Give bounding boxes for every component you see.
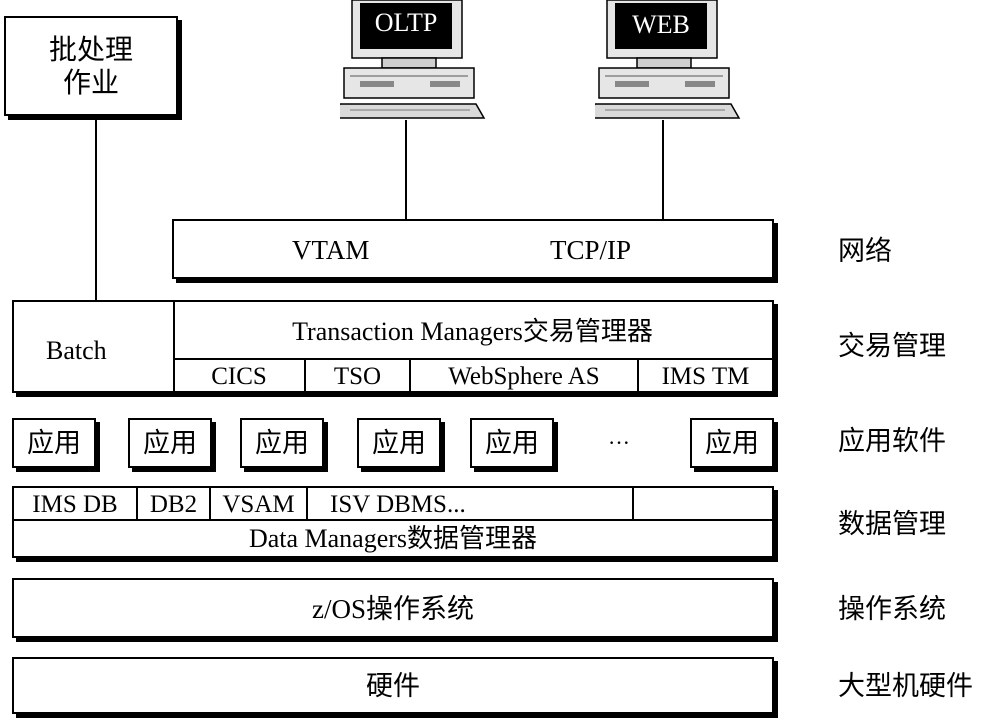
data-managers-title: Data Managers数据管理器 (248, 524, 538, 553)
transaction-layer-box: Batch Transaction Managers交易管理器 CICS TSO… (12, 300, 774, 393)
divider (209, 488, 211, 519)
divider (14, 519, 772, 521)
vsam-label: VSAM (222, 491, 295, 518)
app-box: 应用 (470, 418, 554, 468)
divider (637, 358, 639, 391)
vtam-label: VTAM (292, 235, 370, 265)
isv-dbms-label: ISV DBMS... (330, 491, 466, 518)
web-connector-line (662, 120, 664, 220)
os-label: z/OS操作系统 (312, 594, 474, 624)
computer-terminal-icon (330, 0, 486, 119)
cics-label: CICS (211, 363, 267, 390)
web-label: WEB (632, 10, 690, 39)
hardware-label: 硬件 (366, 671, 420, 701)
app-box: 应用 (12, 418, 96, 468)
divider (173, 358, 772, 360)
network-box: VTAM TCP/IP (172, 219, 774, 279)
apps-ellipsis: ··· (608, 430, 630, 455)
websphere-label: WebSphere AS (448, 363, 600, 390)
oltp-terminal: OLTP (330, 0, 490, 125)
oltp-label: OLTP (374, 8, 438, 37)
batch-connector-line (95, 120, 97, 302)
layer-label-data: 数据管理 (838, 509, 946, 539)
computer-terminal-icon (585, 0, 741, 119)
hardware-layer-box: 硬件 (12, 657, 774, 714)
divider (306, 488, 308, 519)
divider (632, 488, 634, 519)
layer-label-os: 操作系统 (838, 594, 946, 624)
layer-label-transaction: 交易管理 (838, 331, 946, 361)
layer-label-network: 网络 (838, 236, 892, 266)
tso-label: TSO (333, 363, 382, 390)
tcpip-label: TCP/IP (550, 235, 632, 265)
db2-label: DB2 (149, 491, 198, 518)
divider (173, 302, 175, 391)
layer-label-hardware: 大型机硬件 (838, 671, 973, 701)
app-box: 应用 (128, 418, 212, 468)
ims-tm-label: IMS TM (661, 363, 750, 390)
web-terminal: WEB (585, 0, 745, 125)
app-box: 应用 (690, 418, 774, 468)
divider (409, 358, 411, 391)
os-layer-box: z/OS操作系统 (12, 578, 774, 638)
batch-job-box: 批处理 作业 (4, 16, 178, 116)
oltp-connector-line (405, 120, 407, 220)
divider (304, 358, 306, 391)
ims-db-label: IMS DB (32, 491, 118, 518)
transaction-managers-title: Transaction Managers交易管理器 (292, 317, 653, 346)
batch-job-label: 批处理 作业 (48, 35, 133, 99)
divider (136, 488, 138, 519)
app-box: 应用 (240, 418, 324, 468)
layer-label-applications: 应用软件 (838, 426, 946, 456)
app-box: 应用 (357, 418, 441, 468)
batch-label: Batch (46, 336, 107, 365)
data-layer-box: IMS DB DB2 VSAM ISV DBMS... Data Manager… (12, 486, 774, 558)
